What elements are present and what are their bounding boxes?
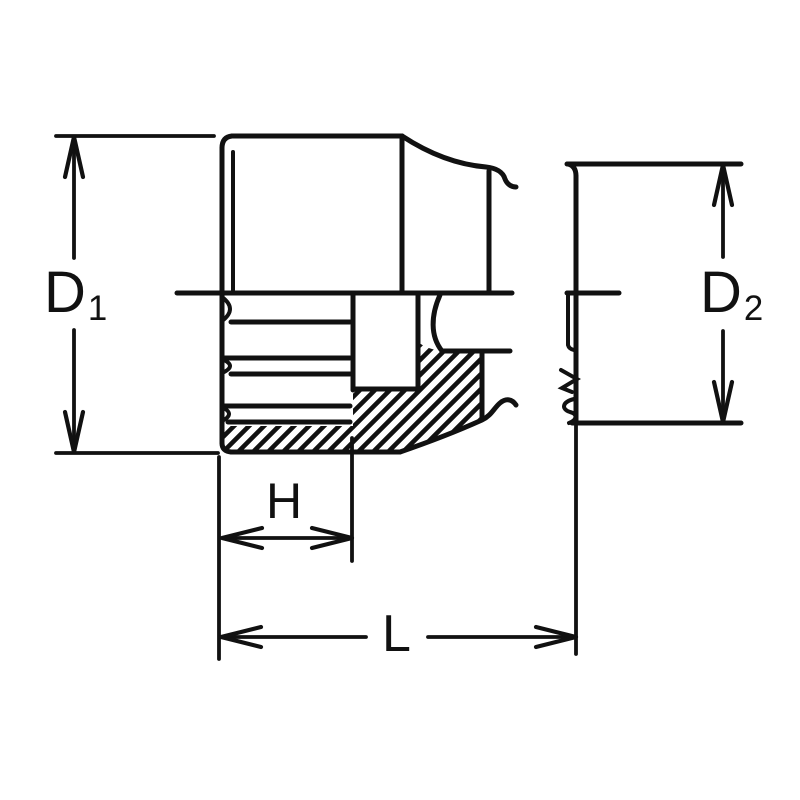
arrow-left-icon bbox=[219, 525, 265, 551]
d2-label: D2 bbox=[700, 264, 763, 326]
socket-body-upper bbox=[174, 133, 519, 446]
profile-inner-line bbox=[566, 291, 576, 352]
arrow-down-icon bbox=[62, 409, 86, 455]
dimension-d1 bbox=[54, 134, 220, 455]
socket-bottomleft-corner bbox=[219, 440, 234, 455]
hex-chamfer-bulge bbox=[220, 357, 232, 375]
shoulder-curve bbox=[399, 133, 519, 190]
drive-end-profile bbox=[557, 161, 744, 656]
neck-section-curve bbox=[430, 292, 445, 354]
dimension-h bbox=[217, 436, 355, 661]
drive-end-bottom-boundary bbox=[397, 397, 519, 455]
break-squiggle bbox=[557, 368, 581, 394]
socket-body-section bbox=[219, 290, 519, 455]
d2-label-subscript: 2 bbox=[743, 288, 764, 328]
hex-chamfer-bulge bbox=[220, 295, 232, 323]
dimension-d2 bbox=[711, 162, 735, 425]
d2-label-base: D bbox=[700, 260, 742, 325]
hex-chamfer-bulge bbox=[220, 405, 231, 423]
d1-label-subscript: 1 bbox=[87, 288, 108, 328]
d1-label: D1 bbox=[44, 264, 107, 326]
arrow-right-icon bbox=[309, 525, 355, 551]
arrow-down-icon bbox=[711, 379, 735, 425]
h-label: H bbox=[266, 473, 303, 529]
dimension-l bbox=[218, 624, 579, 650]
arrow-up-icon bbox=[62, 134, 86, 180]
arrow-left-icon bbox=[218, 624, 264, 650]
arrow-right-icon bbox=[533, 624, 579, 650]
arrow-up-icon bbox=[711, 162, 735, 208]
d1-label-base: D bbox=[44, 260, 86, 325]
l-label: L bbox=[382, 605, 411, 663]
section-hatch-region bbox=[223, 342, 482, 452]
hatch-fill bbox=[223, 342, 482, 452]
break-squiggle bbox=[562, 397, 578, 425]
